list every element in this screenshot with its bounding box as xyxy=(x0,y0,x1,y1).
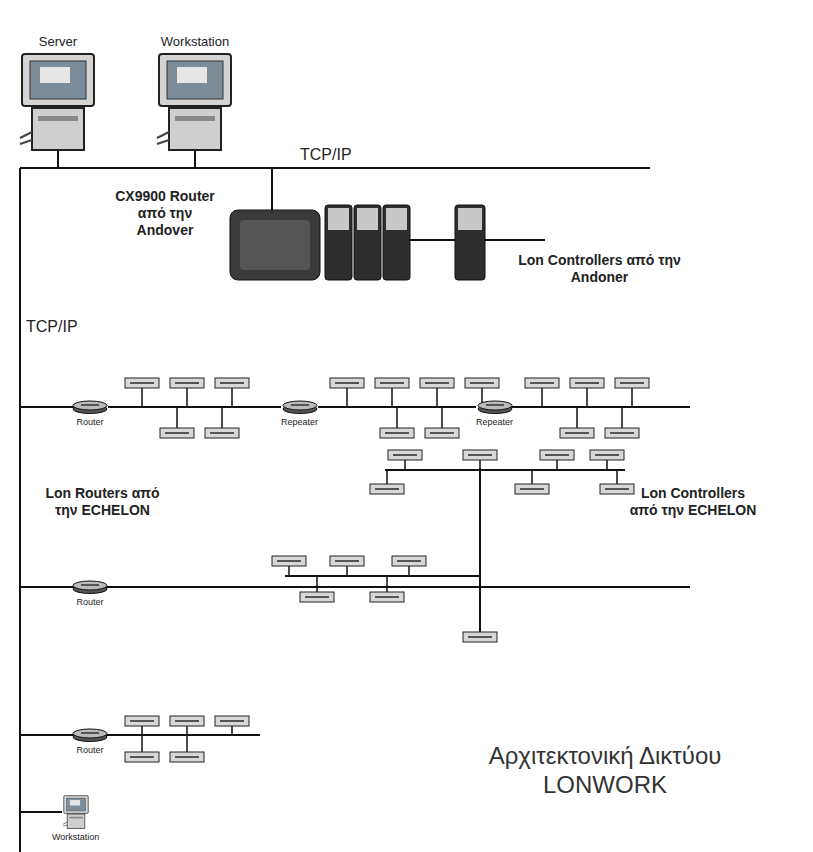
router-symbol xyxy=(282,400,318,414)
device-label: Repeater xyxy=(476,417,513,427)
lon-bus xyxy=(479,468,481,632)
device-label: Router xyxy=(76,597,103,607)
drop-line xyxy=(194,150,196,168)
tcpip-backbone xyxy=(19,168,21,852)
network-label: TCP/IP xyxy=(26,318,78,336)
computer-symbol xyxy=(18,52,98,152)
lon-bus xyxy=(495,406,690,408)
device-label: Workstation xyxy=(52,832,99,842)
bus-connector xyxy=(108,407,281,408)
computer-symbol xyxy=(58,795,94,829)
andover-controllers xyxy=(325,205,485,280)
router-icon: Router xyxy=(72,580,108,607)
device-label: Router xyxy=(76,417,103,427)
network-label: TCP/IP xyxy=(300,146,352,164)
drop-line xyxy=(271,168,273,212)
cx9900-router xyxy=(230,210,320,280)
workstation-computer: Workstation xyxy=(52,795,99,842)
router-symbol xyxy=(72,580,108,594)
router-symbol xyxy=(477,400,513,414)
device-label: Workstation xyxy=(161,34,229,49)
workstation-computer: Workstation xyxy=(155,34,235,152)
router-symbol xyxy=(72,400,108,414)
lon-devices xyxy=(125,378,649,762)
drop-line xyxy=(20,811,62,813)
router-icon: Router xyxy=(72,728,108,755)
router-symbol xyxy=(72,728,108,742)
lon-bus xyxy=(20,734,260,736)
computer-symbol xyxy=(155,52,235,152)
lon-bus xyxy=(20,586,690,588)
bus-connector xyxy=(318,407,476,408)
device-label: Router xyxy=(76,745,103,755)
lon-bus xyxy=(285,575,480,577)
router-icon: Router xyxy=(72,400,108,427)
drop-line xyxy=(57,150,59,168)
device-label: Server xyxy=(39,34,77,49)
device-label: Repeater xyxy=(281,417,318,427)
group-label: Lon Controllers από την Andoner xyxy=(512,252,687,286)
group-label: Lon Routers από την ECHELON xyxy=(45,485,160,519)
tcpip-backbone xyxy=(20,167,650,169)
lon-bus xyxy=(385,469,625,471)
server-computer: Server xyxy=(18,34,98,152)
repeater-icon: Repeater xyxy=(476,400,513,427)
group-label: CX9900 Router από την Andover xyxy=(115,188,215,238)
repeater-icon: Repeater xyxy=(281,400,318,427)
group-label: Lon Controllers από την ECHELON xyxy=(628,485,758,519)
diagram-title: Αρχιτεκτονική Δικτύου LONWORK xyxy=(450,742,760,800)
